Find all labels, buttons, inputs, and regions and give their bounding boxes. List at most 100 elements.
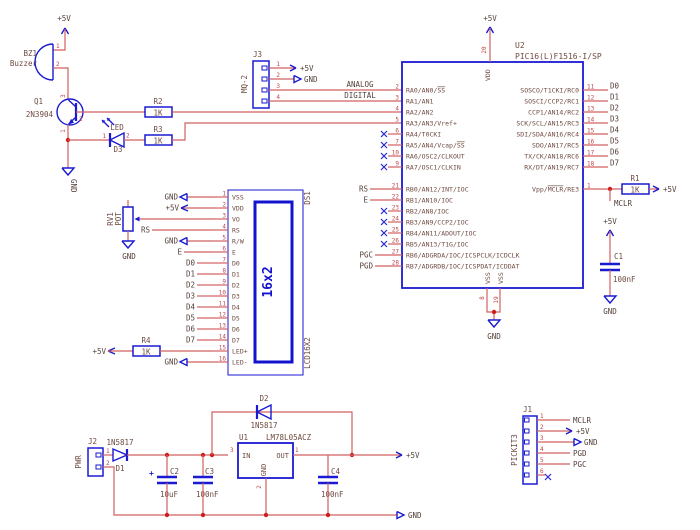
emitter-arrow-icon <box>68 118 74 125</box>
pin-name-vss: VSS <box>497 272 505 284</box>
gnd-arrow-icon <box>61 167 76 177</box>
component-value: 1K <box>153 137 163 146</box>
pin-number: 18 <box>587 161 595 168</box>
pin-number: 2 <box>222 202 226 209</box>
vcc-arrow-icon <box>289 64 297 72</box>
net-label-pgc: PGC <box>359 251 373 260</box>
net-label-d2: D2 <box>610 104 619 113</box>
component-ref: U2 <box>515 41 525 50</box>
pin-name-vdd: VDD <box>484 69 492 81</box>
pin-number: 1 <box>295 447 299 454</box>
net-label-d5: D5 <box>610 137 619 146</box>
pin-number: 5 <box>540 457 544 464</box>
pin-number: 16 <box>587 139 595 146</box>
component-ref: J3 <box>253 50 262 59</box>
pin-number: 8 <box>222 268 226 275</box>
pin-number: 2 <box>126 133 130 140</box>
wire <box>53 29 66 51</box>
pin-number: 14 <box>587 117 595 124</box>
pin-number: 13 <box>587 106 595 113</box>
buzzer-driver-section: +5V 1 2 BZ1 Buzzer 3 2 1 Q1 2N3904 GND R… <box>10 14 402 193</box>
net-label: D6 <box>186 325 196 334</box>
component-ref: RV1 <box>106 212 115 226</box>
pin-pad <box>95 464 102 470</box>
pin-number: 15 <box>587 128 595 135</box>
junction-dot <box>263 512 269 518</box>
pin-pad <box>524 428 530 434</box>
component-ref: Q1 <box>34 97 43 106</box>
no-connect-icon <box>380 130 388 138</box>
net-label: D1 <box>186 270 195 279</box>
diode-icon <box>255 403 272 421</box>
net-label: RS <box>141 226 151 235</box>
pot-wiper-arrow <box>134 216 140 222</box>
pin-number: 2 <box>106 460 110 467</box>
pin-name: RA0/AN0/SS <box>406 87 445 95</box>
mcu-body <box>401 61 584 289</box>
c1-decoupling: +5V C1 100nF GND <box>600 217 636 316</box>
gnd-label: GND <box>122 252 136 261</box>
net-label: D0 <box>186 259 196 268</box>
junction-dot <box>164 512 170 518</box>
pin-number: 28 <box>392 260 400 267</box>
no-connect-icon <box>544 473 552 481</box>
pin-name: LED- <box>232 359 248 367</box>
net-label: PGC <box>573 460 587 469</box>
pin-number: 2 <box>540 424 544 431</box>
pin-number: 19 <box>493 296 500 304</box>
gnd-label: GND <box>164 358 178 367</box>
pin-number: 1 <box>540 413 544 420</box>
pin-number: 1 <box>56 43 60 50</box>
pin-number: 3 <box>540 435 544 442</box>
net-label-rs: RS <box>359 185 369 194</box>
gnd-label: GND <box>164 237 178 246</box>
pin-pad <box>524 450 530 456</box>
gnd-arrow-icon <box>178 357 188 367</box>
pin-number: 13 <box>219 323 227 330</box>
pin-name: RA7/OSC1/CLKIN <box>406 164 461 172</box>
connector-body <box>522 415 538 485</box>
pin-name: D1 <box>232 271 240 279</box>
pin-number: 1 <box>106 448 110 455</box>
pin-number: 6 <box>395 128 399 135</box>
gnd-arrow-icon <box>396 510 406 520</box>
component-ref: R2 <box>153 97 162 106</box>
pin-name: SCK/SCL/AN15/RC3 <box>516 120 579 128</box>
pin-number: 16 <box>219 356 227 363</box>
pin-name: D6 <box>232 326 240 334</box>
component-value: 1N5817 <box>106 438 133 447</box>
pin-name: SOSCI/CCP2/RC1 <box>524 98 579 106</box>
pin-name: RB3/AN9/CCP2/IOC <box>406 219 469 227</box>
gnd-arrow-icon <box>573 437 583 447</box>
pin-number: 17 <box>587 150 595 157</box>
pin-number: 4 <box>276 94 280 101</box>
component-ref: J2 <box>88 437 97 446</box>
net-label: D5 <box>186 314 195 323</box>
pin-number: 7 <box>395 139 399 146</box>
buzzer-icon <box>34 43 54 81</box>
component-ref: D2 <box>259 394 268 403</box>
pin-name: R/W <box>232 238 244 246</box>
pin-number: 8 <box>479 296 486 300</box>
wire <box>172 122 402 141</box>
pin-number: 26 <box>392 238 400 245</box>
pin-number: 6 <box>540 468 544 475</box>
transistor-collector <box>68 99 77 108</box>
component-ref: R3 <box>153 125 162 134</box>
component-value: Buzzer <box>10 59 38 68</box>
pin-number: 7 <box>222 257 226 264</box>
power-flag-label: +5V <box>406 451 420 460</box>
pin-number: 2 <box>256 485 263 489</box>
pin-name: RB7/ADGRDB/IOC/ICSPDAT/ICDDAT <box>406 263 520 271</box>
pin-number: 2 <box>56 61 60 68</box>
lcd-display-label: 16x2 <box>261 266 276 297</box>
component-value: LCD16X2 <box>303 337 312 369</box>
component-value: POT <box>114 212 123 226</box>
gnd-arrow-icon <box>487 319 502 329</box>
vcc-arrow-icon <box>652 185 660 193</box>
pin-number: 4 <box>540 446 544 453</box>
